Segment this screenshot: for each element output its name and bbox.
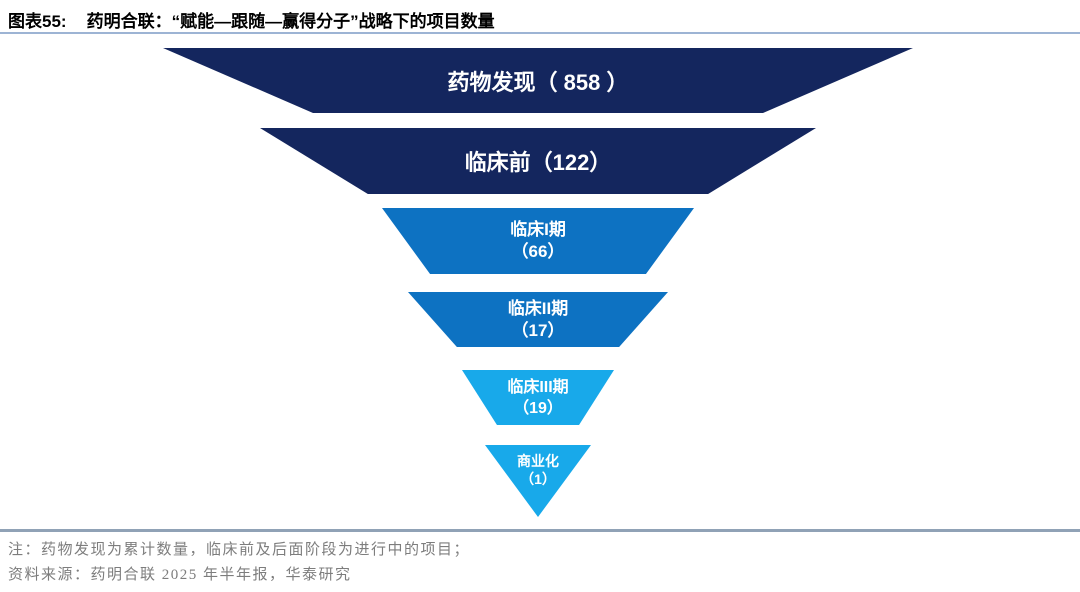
stage-value: （19） <box>513 399 563 417</box>
stage-value: （17） <box>511 320 565 340</box>
funnel-stage-drug-discovery: 药物发现（ 858 ） <box>163 48 913 113</box>
figure-label: 图表55: <box>8 12 67 31</box>
funnel-stage-phase2: 临床II期 （17） <box>408 292 668 347</box>
stage-label: 临床II期 <box>507 298 569 318</box>
stage-label: 商业化 <box>517 453 559 469</box>
source-text: 资料来源：药明合联 2025 年半年报，华泰研究 <box>8 567 352 583</box>
note-text: 注：药物发现为累计数量，临床前及后面阶段为进行中的项目； <box>8 542 471 558</box>
figure-title: 图表55: 药明合联：“赋能—跟随—赢得分子”战略下的项目数量 <box>8 7 495 32</box>
stage-label: 临床I期 <box>510 220 566 239</box>
notes-separator <box>0 529 1080 532</box>
funnel-stage-preclinical: 临床前（122） <box>260 128 816 194</box>
stage-value: （66） <box>511 242 565 261</box>
funnel-chart: 药物发现（ 858 ） 临床前（122） 临床I期 （66） 临床II期 （17… <box>163 48 913 517</box>
title-underline <box>0 32 1080 34</box>
stage-label: 临床III期 <box>507 378 569 396</box>
funnel-stage-phase3: 临床III期 （19） <box>462 370 614 425</box>
funnel-stage-commercialization: 商业化 （1） <box>485 445 591 517</box>
figure-title-text: 药明合联：“赋能—跟随—赢得分子”战略下的项目数量 <box>86 12 495 31</box>
funnel-stage-phase1: 临床I期 （66） <box>382 208 694 274</box>
stage-label: 临床前（122） <box>464 150 612 175</box>
stage-value: （1） <box>520 471 556 487</box>
figure-notes: 注：药物发现为累计数量，临床前及后面阶段为进行中的项目； 资料来源：药明合联 2… <box>8 538 470 588</box>
stage-label: 药物发现（ 858 ） <box>447 69 629 95</box>
